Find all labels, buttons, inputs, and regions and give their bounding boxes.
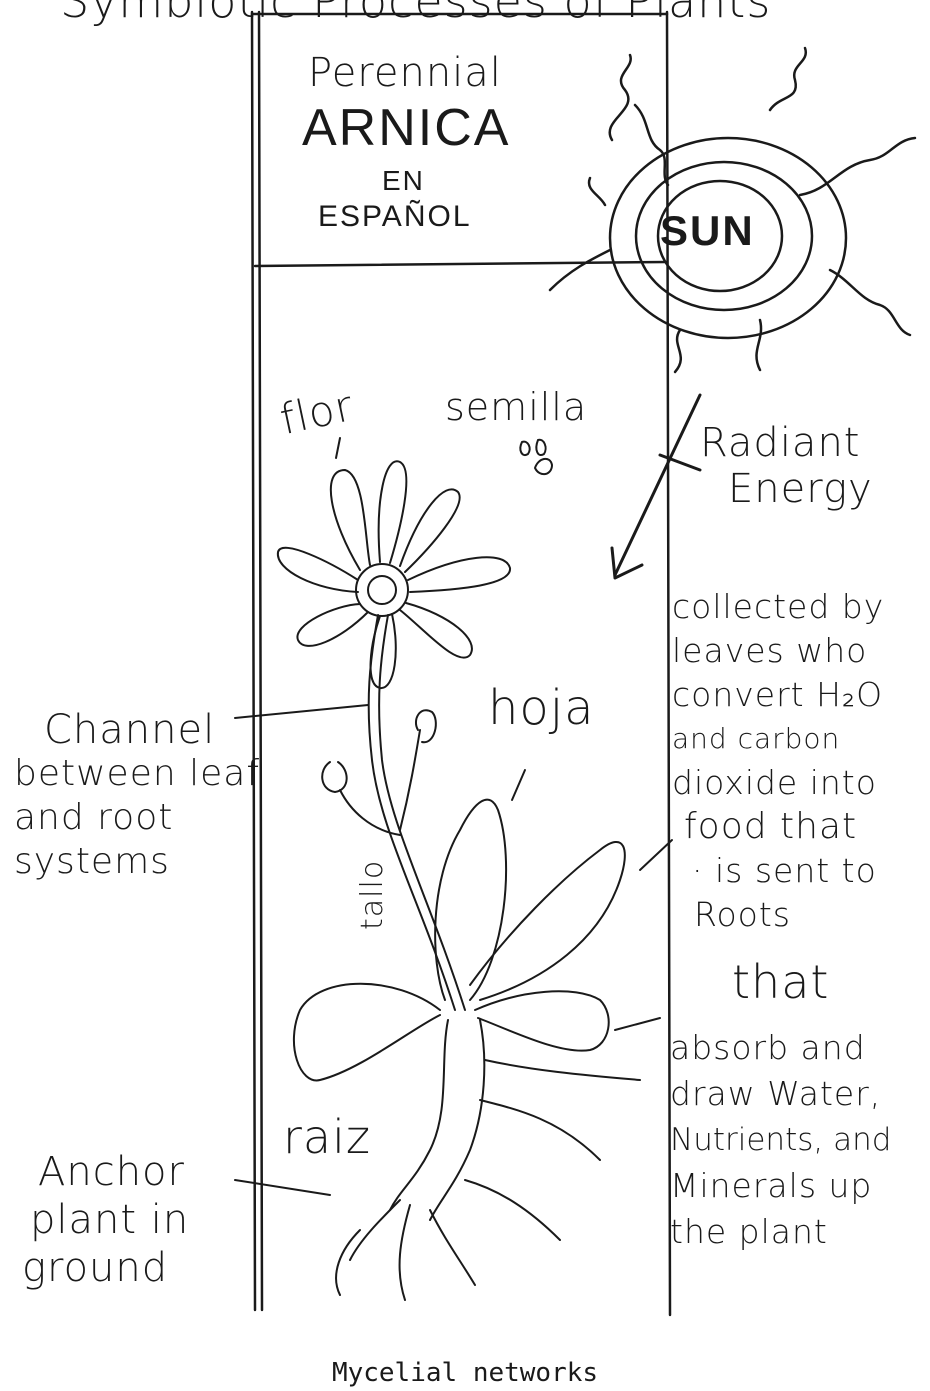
anchor-line-1: Anchor <box>30 1148 189 1196</box>
collected-line-2: leaves who <box>672 629 884 673</box>
header-perennial: Perennial <box>308 50 502 96</box>
top-title: Symbiotic Processes of Plants <box>60 0 771 28</box>
that-label: that <box>732 955 829 1009</box>
collected-line-4: and carbon <box>672 717 884 761</box>
collected-line-5: dioxide into <box>672 761 884 805</box>
absorb-note: absorb and draw Water, Nutrients, and Mi… <box>670 1025 891 1255</box>
caption: Mycelial networks <box>0 1358 930 1388</box>
collected-line-7: · is sent to <box>672 849 884 893</box>
label-raiz: raiz <box>283 1110 371 1164</box>
label-tallo: tallo <box>355 860 390 930</box>
flower-drawing <box>278 461 510 688</box>
energy-line: Energy <box>700 466 873 512</box>
header-espanol: ESPAÑOL <box>318 200 472 234</box>
collected-line-1: collected by <box>672 585 884 629</box>
collected-line-6: food that <box>672 805 884 849</box>
anchor-note: Anchor plant in ground <box>30 1148 189 1292</box>
absorb-line-1: absorb and <box>670 1025 891 1071</box>
channel-line-1: Channel <box>14 708 260 752</box>
absorb-line-5: the plant <box>670 1209 891 1255</box>
collected-line-8: Roots <box>672 893 884 937</box>
channel-line-2: between leaf <box>14 752 260 796</box>
radiant-line: Radiant <box>700 420 873 466</box>
collected-note: collected by leaves who convert H₂O and … <box>672 585 884 937</box>
anchor-line-2: plant in <box>30 1196 189 1244</box>
radiant-arrow <box>612 395 700 578</box>
channel-note: Channel between leaf and root systems <box>14 708 260 884</box>
anchor-line-3: ground <box>22 1244 189 1292</box>
sun-label: SUN <box>660 207 755 255</box>
label-semilla: semilla <box>445 385 587 429</box>
channel-line-3: and root <box>14 796 260 840</box>
seeds-drawing <box>520 440 552 474</box>
absorb-line-4: Minerals up <box>670 1163 891 1209</box>
collected-line-3: convert H₂O <box>672 673 884 717</box>
channel-line-4: systems <box>14 840 260 884</box>
absorb-line-2: draw Water, <box>670 1071 891 1117</box>
absorb-line-3: Nutrients, and <box>670 1117 891 1163</box>
header-arnica: ARNICA <box>302 98 510 158</box>
header-en: EN <box>382 165 425 197</box>
label-hoja: hoja <box>488 680 595 736</box>
radiant-energy-label: Radiant Energy <box>700 420 873 512</box>
